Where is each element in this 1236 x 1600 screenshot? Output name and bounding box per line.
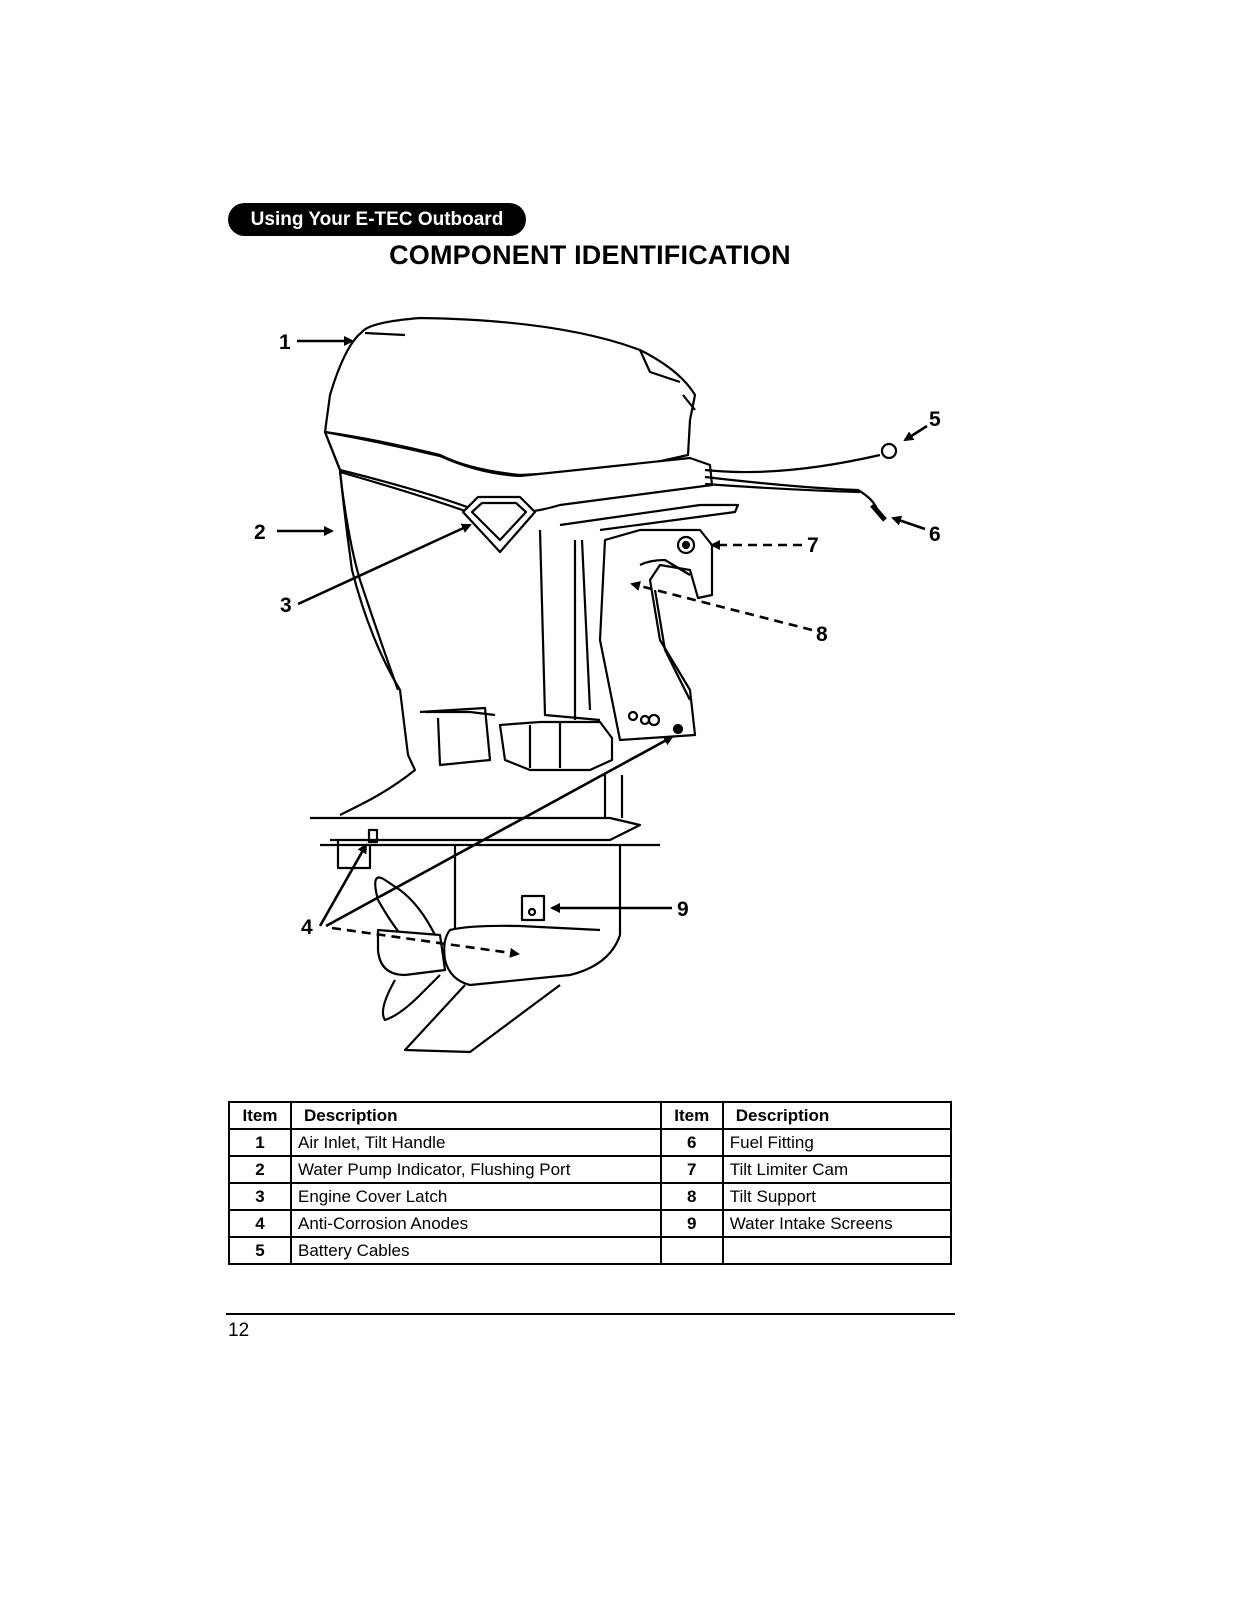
outboard-motor-diagram: 1 2 3 4 5 6 7 8 9	[254, 316, 941, 1054]
item-description: Engine Cover Latch	[290, 1182, 662, 1211]
callout-7: 7	[807, 534, 819, 557]
callout-2: 2	[254, 521, 266, 544]
item-number: 6	[659, 1128, 724, 1157]
item-description: Tilt Limiter Cam	[721, 1155, 953, 1184]
item-description: Fuel Fitting	[721, 1128, 953, 1157]
callout-6: 6	[929, 523, 941, 546]
item-number: 9	[659, 1209, 724, 1238]
item-description	[721, 1236, 953, 1265]
header-item: Item	[228, 1101, 292, 1130]
table-row: 4 Anti-Corrosion Anodes 9 Water Intake S…	[228, 1209, 953, 1238]
callout-5: 5	[929, 408, 941, 431]
legend-header-row: Item Description Item Description	[228, 1101, 953, 1130]
item-number: 2	[228, 1155, 292, 1184]
item-number: 1	[228, 1128, 292, 1157]
item-description: Water Pump Indicator, Flushing Port	[290, 1155, 662, 1184]
table-row: 2 Water Pump Indicator, Flushing Port 7 …	[228, 1155, 953, 1184]
callout-9: 9	[677, 898, 689, 921]
table-row: 3 Engine Cover Latch 8 Tilt Support	[228, 1182, 953, 1211]
header-description: Description	[290, 1101, 662, 1130]
component-legend-table: Item Description Item Description 1 Air …	[228, 1101, 953, 1265]
item-number: 8	[659, 1182, 724, 1211]
item-number: 3	[228, 1182, 292, 1211]
item-description: Water Intake Screens	[721, 1209, 953, 1238]
header-item: Item	[659, 1101, 724, 1130]
outboard-motor-illustration	[310, 316, 898, 1054]
page-title: COMPONENT IDENTIFICATION	[389, 240, 791, 270]
callout-3: 3	[280, 594, 292, 617]
item-number: 5	[228, 1236, 292, 1265]
item-description: Anti-Corrosion Anodes	[290, 1209, 662, 1238]
footer-divider	[226, 1313, 955, 1315]
item-description: Tilt Support	[721, 1182, 953, 1211]
callout-1: 1	[279, 331, 291, 354]
section-tab: Using Your E-TEC Outboard	[228, 203, 526, 236]
table-row: 1 Air Inlet, Tilt Handle 6 Fuel Fitting	[228, 1128, 953, 1157]
item-number: 4	[228, 1209, 292, 1238]
item-number	[659, 1236, 724, 1265]
item-description: Battery Cables	[290, 1236, 662, 1265]
callout-4: 4	[301, 916, 313, 939]
item-number: 7	[659, 1155, 724, 1184]
page-number: 12	[228, 1320, 250, 1341]
header-description: Description	[721, 1101, 953, 1130]
item-description: Air Inlet, Tilt Handle	[290, 1128, 662, 1157]
callout-8: 8	[816, 623, 828, 646]
leader-arrows	[277, 336, 928, 958]
table-row: 5 Battery Cables	[228, 1236, 953, 1265]
